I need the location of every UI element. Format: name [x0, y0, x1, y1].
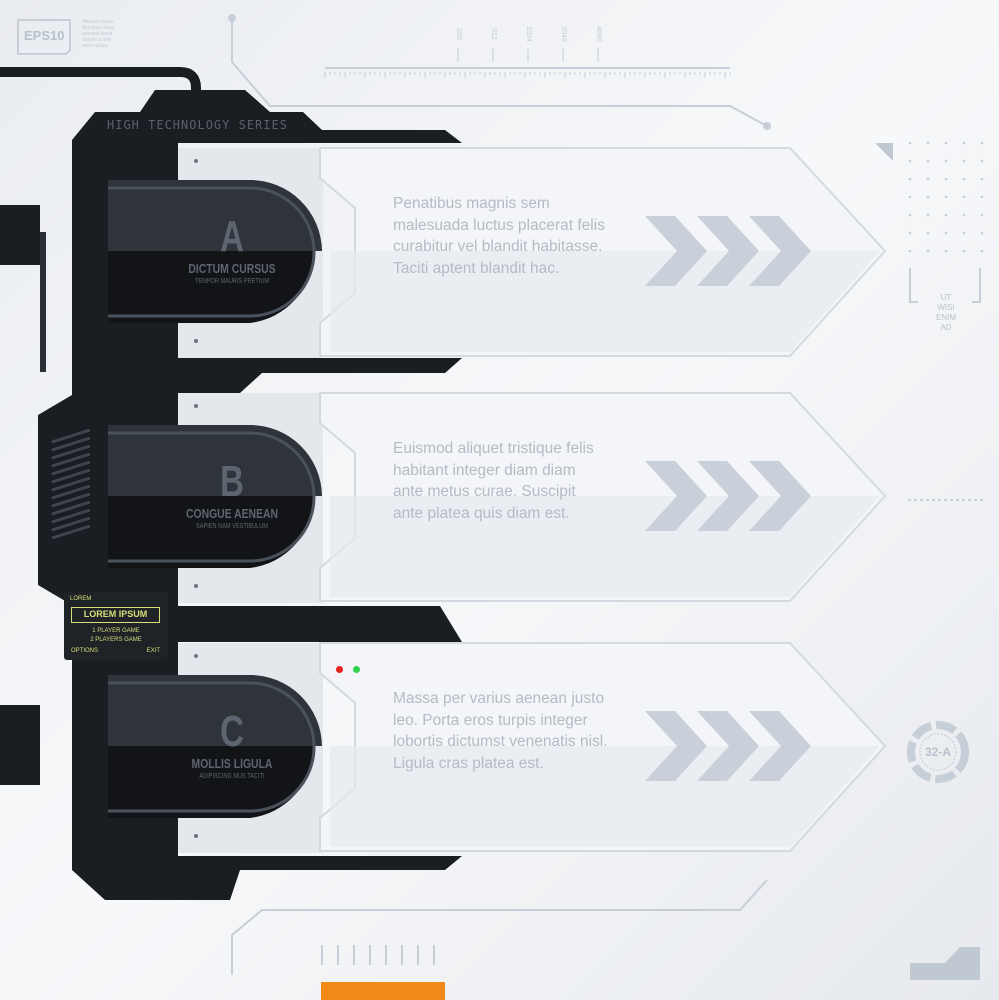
option-2-players[interactable]: 2 PLAYERS GAME: [90, 637, 142, 643]
card-subtitle: TEMPOR MAURIS PRETIUM: [194, 278, 270, 285]
dial-label: 32-A: [924, 745, 951, 759]
ruler-tick-label: 256: [455, 28, 462, 40]
ruler-tick-label: 512: [490, 28, 497, 40]
card-b: [108, 392, 887, 603]
screen-title: LOREM IPSUM: [71, 607, 160, 623]
card-text: Euismod aliquet tristique felis habitant…: [393, 440, 594, 522]
led-green: [353, 666, 360, 673]
screen-top-label: LOREM: [70, 596, 92, 602]
game-screen: LOREM LOREM IPSUM 1 PLAYER GAME 2 PLAYER…: [64, 592, 168, 660]
eps-label: EPS10: [24, 28, 65, 43]
ruler-tick-label: 1024: [525, 26, 532, 42]
accent-bar: [321, 982, 445, 1000]
option-1-player[interactable]: 1 PLAYER GAME: [92, 628, 140, 634]
exit-button[interactable]: EXIT: [146, 648, 160, 654]
card-letter: B: [220, 457, 244, 506]
eps-box: [17, 19, 71, 55]
options-button[interactable]: OPTIONS: [71, 648, 99, 654]
card-letter: C: [220, 707, 244, 756]
card-title: DICTUM CURSUS: [188, 261, 276, 276]
card-text: Massa per varius aenean justo leo. Porta…: [393, 690, 608, 772]
card-text: Penatibus magnis sem malesuada luctus pl…: [393, 195, 605, 277]
ruler-tick-label: 4096: [595, 26, 602, 42]
card-title: CONGUE AENEAN: [185, 506, 279, 521]
card-c: [108, 642, 887, 853]
card-a: [108, 147, 887, 358]
ruler-tick-label: 2048: [560, 26, 567, 42]
led-red: [336, 666, 343, 673]
card-title: MOLLIS LIGULA: [191, 756, 273, 771]
series-title: HIGH TECHNOLOGY SERIES: [107, 118, 288, 132]
card-letter: A: [220, 212, 244, 261]
eps-note: Aliquam lorem faucibus, risus quisque ti…: [82, 19, 114, 49]
card-subtitle: ADIPISCING MUS TACITI: [199, 773, 265, 780]
card-subtitle: SAPIEN NAM VESTIBULUM: [196, 523, 268, 530]
